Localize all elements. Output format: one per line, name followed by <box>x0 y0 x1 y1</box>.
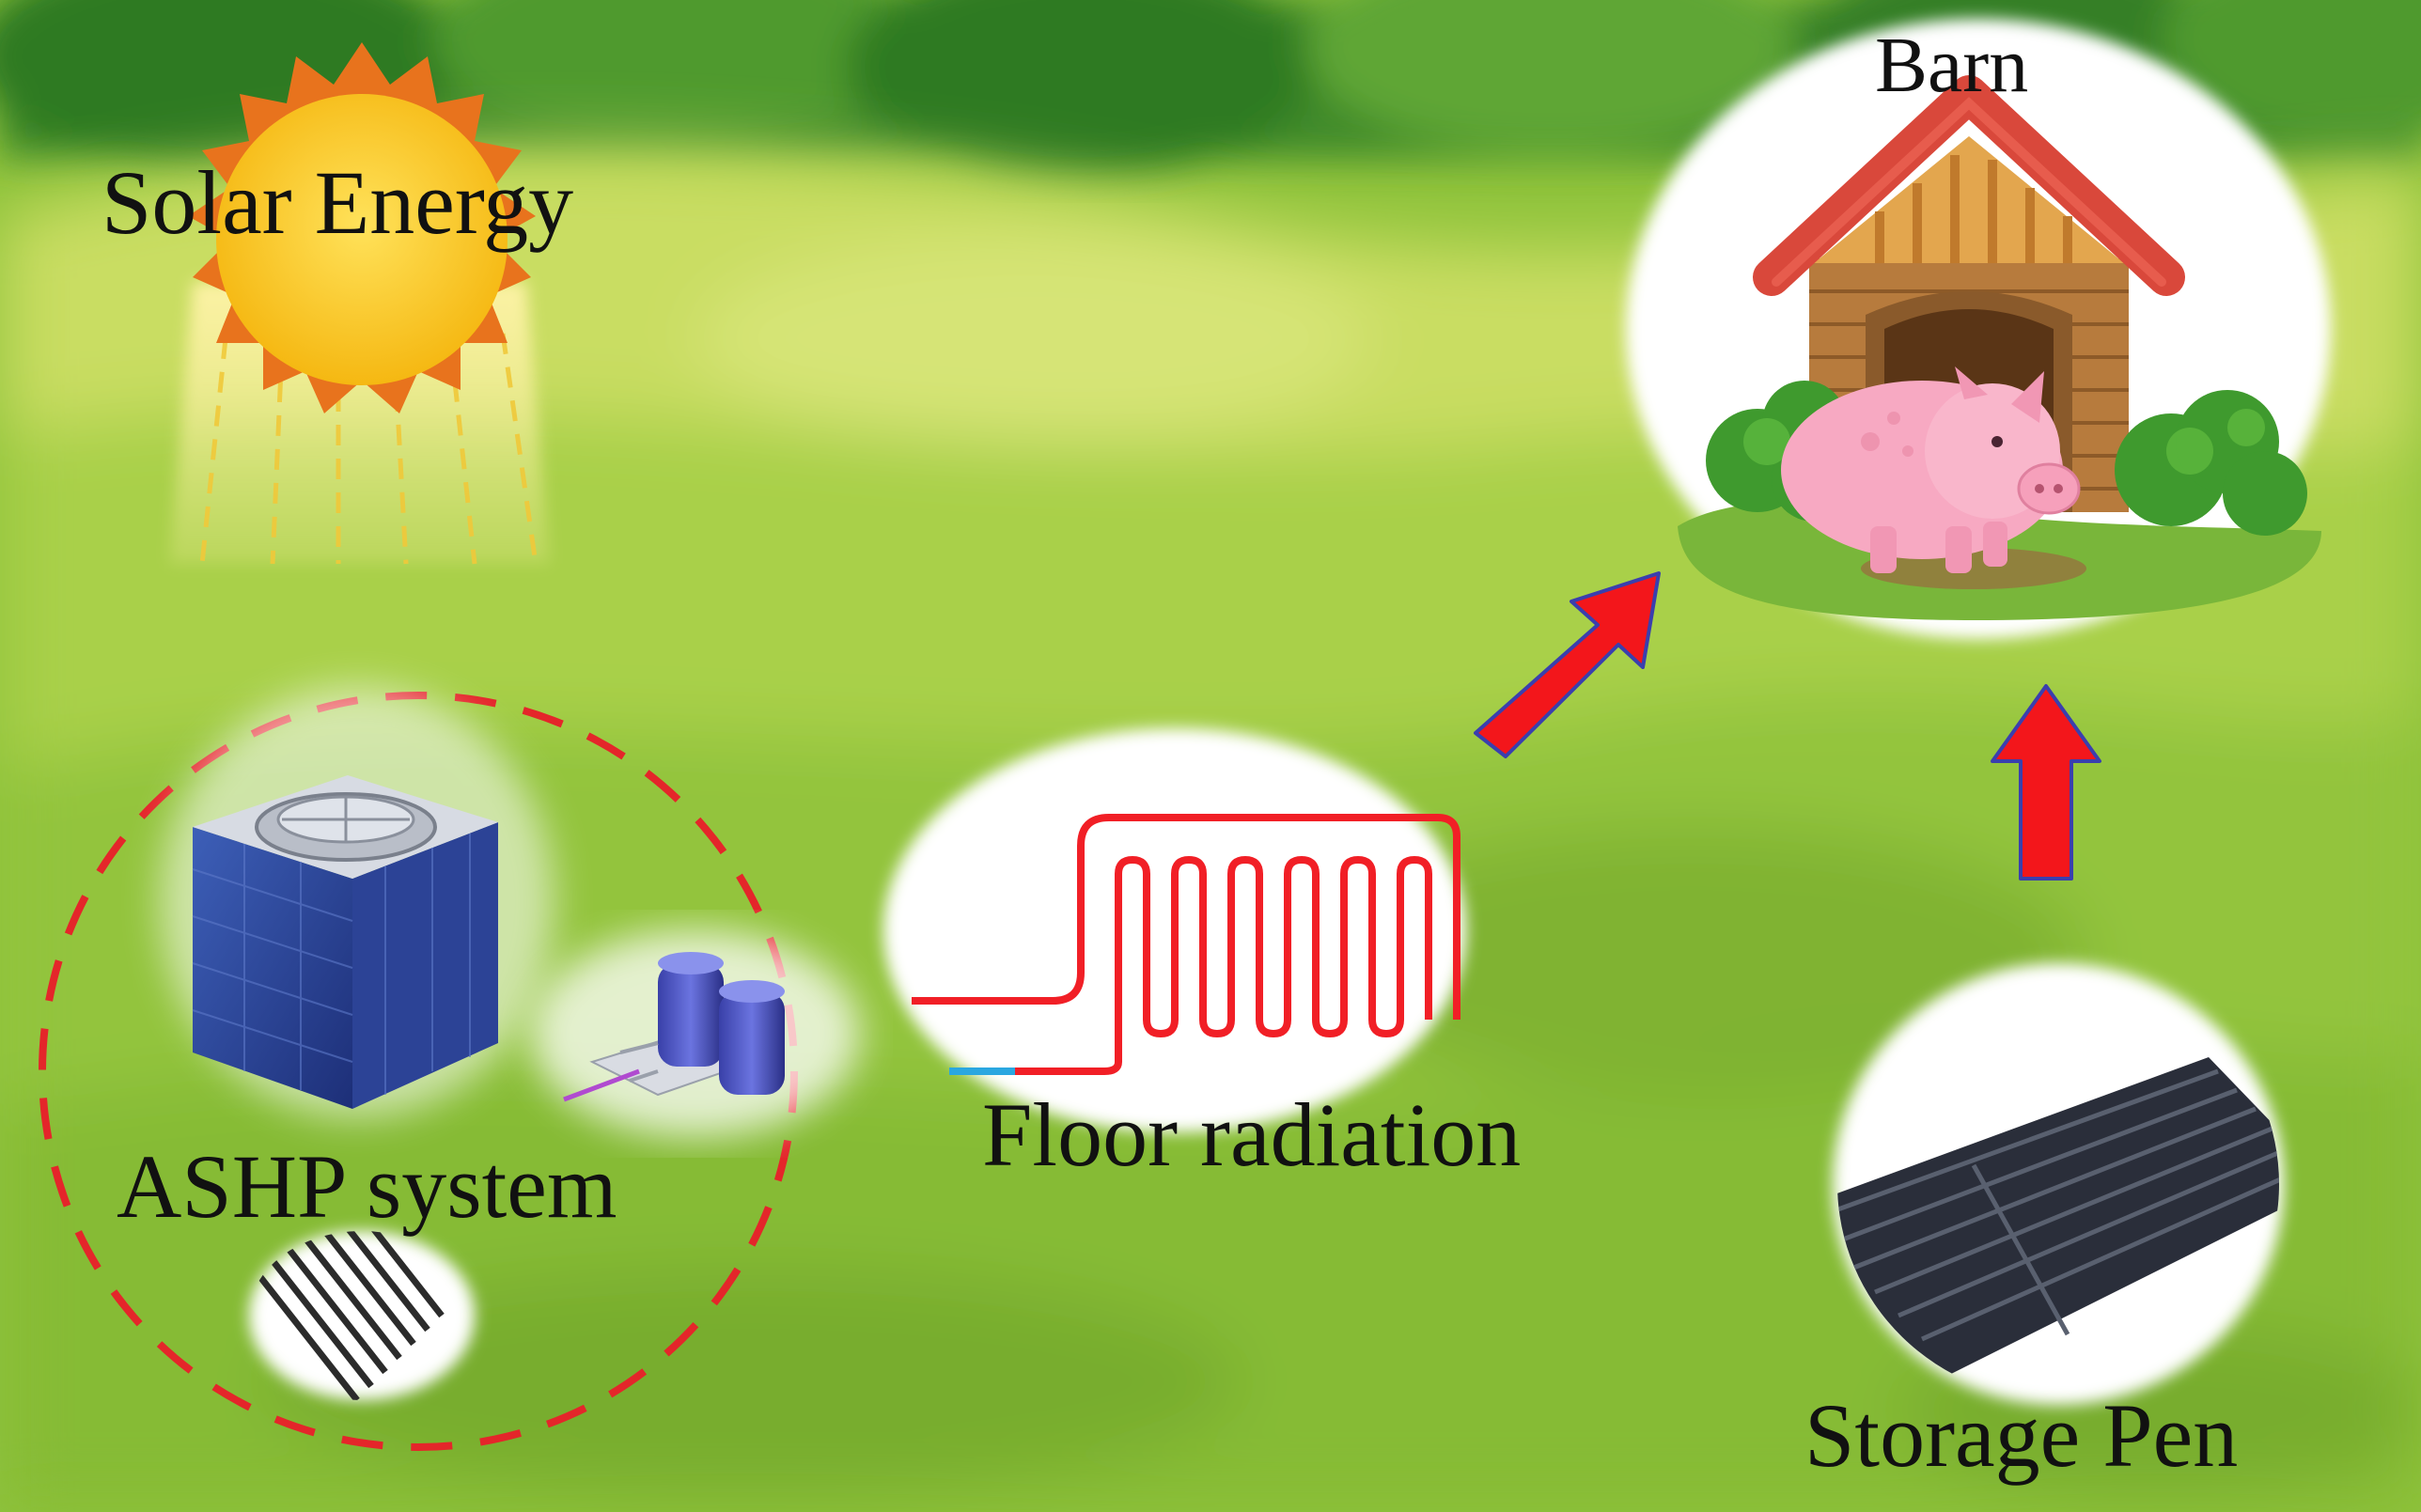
solar-collector-icon <box>249 1231 475 1400</box>
sun-icon <box>169 42 550 565</box>
solar-energy-label: Solar Energy <box>102 152 574 253</box>
storage-pen-label: Storage Pen <box>1804 1385 2239 1486</box>
floor-pipe-coil-icon <box>883 728 1466 1132</box>
pig-icon <box>1781 366 2081 573</box>
heat-pump-unit-icon <box>160 686 554 1118</box>
ashp-system-label: ASHP system <box>117 1136 617 1237</box>
storage-pen-grate-icon <box>1833 963 2284 1405</box>
floor-radiation-label: Floor radiation <box>982 1084 1522 1185</box>
arrow-icon <box>1474 571 1661 758</box>
barn-label: Barn <box>1875 22 2029 109</box>
arrow-icon <box>1991 684 2101 881</box>
water-tank-icon <box>531 930 860 1137</box>
